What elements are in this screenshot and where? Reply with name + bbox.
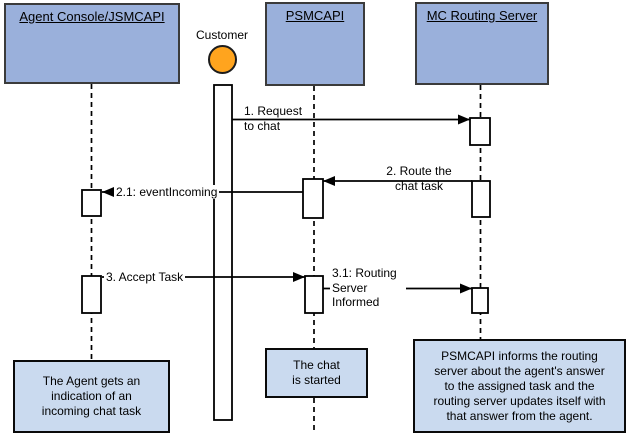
note-routing-line1: PSMCAPI informs the routing bbox=[441, 348, 598, 363]
message-3-label: 3. Accept Task bbox=[104, 270, 186, 284]
note-chat-line1: The chat bbox=[293, 358, 340, 372]
actor-circle-customer bbox=[208, 45, 237, 74]
participant-box-mc-routing-server: MC Routing Server bbox=[415, 2, 549, 85]
note-routing-informed: PSMCAPI informs the routing server about… bbox=[413, 339, 626, 433]
participant-box-psmcapi: PSMCAPI bbox=[265, 2, 365, 86]
message-1-label-line2: to chat bbox=[244, 119, 281, 133]
note-routing-line4: routing server updates itself with bbox=[433, 393, 606, 408]
participant-box-agent-console: Agent Console/JSMCAPI bbox=[4, 3, 180, 84]
participant-title-mc-routing-server: MC Routing Server bbox=[426, 8, 538, 23]
actor-label-customer: Customer bbox=[195, 28, 248, 42]
message-2-label: 2. Route the chat task bbox=[379, 164, 459, 194]
activation-mc-3 bbox=[471, 287, 489, 314]
message-3-1-label-line3: Informed bbox=[332, 295, 380, 309]
activation-agent-2 bbox=[81, 275, 102, 314]
note-agent-line1: The Agent gets an bbox=[42, 374, 141, 388]
activation-customer bbox=[213, 84, 233, 421]
message-2-label-line1: 2. Route the bbox=[386, 164, 452, 178]
participant-title-psmcapi: PSMCAPI bbox=[285, 8, 345, 23]
note-agent-indication: The Agent gets an indication of an incom… bbox=[13, 360, 170, 433]
note-chat-started: The chat is started bbox=[265, 348, 368, 398]
note-agent-line3: incoming chat task bbox=[41, 404, 142, 418]
message-2-1-label: 2.1: eventIncoming bbox=[114, 185, 220, 199]
note-routing-line5: that answer from the agent. bbox=[446, 408, 593, 423]
message-3-1-label-line2: Server bbox=[332, 280, 368, 295]
activation-agent-1 bbox=[81, 189, 102, 217]
note-routing-line3: to the assigned task and the bbox=[444, 378, 595, 393]
message-1-label: 1. Request to chat bbox=[244, 104, 302, 134]
activation-mc-1 bbox=[469, 117, 491, 146]
message-1-label-line1: 1. Request bbox=[244, 104, 303, 118]
note-routing-line2: server about the agent's answer bbox=[434, 363, 605, 378]
message-3-1-label-line1: 3.1: Routing bbox=[332, 266, 397, 280]
message-2-label-line2: chat task bbox=[394, 179, 444, 193]
activation-mc-2 bbox=[471, 180, 491, 218]
participant-title-agent-console: Agent Console/JSMCAPI bbox=[19, 9, 165, 24]
activation-psmcapi-1 bbox=[302, 178, 324, 219]
message-3-1-label: 3.1: Routing Server Informed bbox=[330, 266, 406, 310]
note-chat-line2: is started bbox=[292, 373, 341, 387]
note-agent-line2: indication of an bbox=[51, 389, 132, 403]
activation-psmcapi-2 bbox=[304, 275, 324, 314]
